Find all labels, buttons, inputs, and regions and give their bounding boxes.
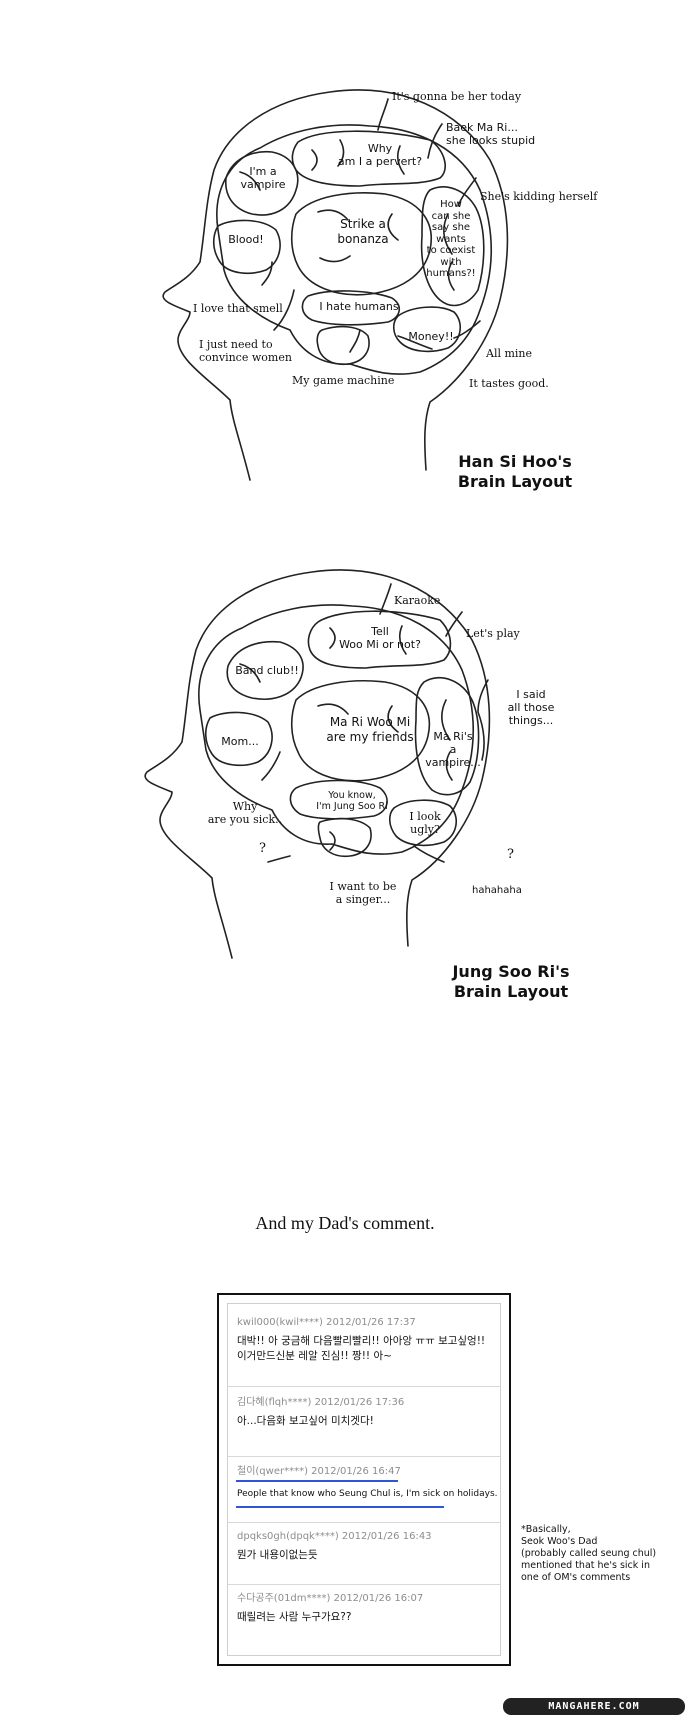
lobe-money: Money!! [408, 330, 454, 343]
title-line: Jung Soo Ri's [452, 962, 570, 981]
lobe-hate: I hate humans [319, 300, 399, 313]
comment-text: 대박!! 아 궁금해 다음빨리빨리!! 아아앙 ㅠㅠ 보고싶엉!! 이거만드신분… [237, 1335, 486, 1362]
lobe-text: You know, [328, 790, 376, 801]
callout-text: are you sick.. [207, 813, 283, 826]
lobe-text: to coexist [426, 245, 476, 256]
lobe-vampire: I'm a vampire [228, 165, 298, 191]
lobe-text: can she [431, 210, 471, 222]
callout-convince: I just need to convince women [199, 338, 292, 364]
callout-all-mine: All mine [486, 347, 533, 360]
lobe-text: How [440, 199, 462, 210]
highlight-underline [236, 1506, 444, 1508]
lobe-text: I'm Jung Soo Ri [316, 801, 388, 812]
comment-meta: 수다공주(01dm****) 2012/01/26 16:07 [237, 1593, 424, 1604]
lobe-ugly: I look ugly? [398, 810, 452, 836]
highlight-underline [236, 1480, 398, 1482]
lobe-text: Why [367, 142, 393, 155]
lobe-text: Tell [371, 625, 389, 638]
lobe-text: Strike a [340, 217, 386, 231]
comment-text: People that know who Seung Chul is, I'm … [237, 1489, 498, 1499]
brain-1-title: Han Si Hoo's Brain Layout [440, 452, 590, 492]
lobe-text: I look [409, 810, 441, 823]
lobe-mom: Mom... [221, 735, 259, 748]
comment-meta: kwil000(kwil****) 2012/01/26 17:37 [237, 1317, 416, 1328]
lobe-text: say she [431, 222, 471, 233]
callout-q2: ? [507, 847, 514, 862]
lobe-coexist: How can she say she wants to coexist wit… [420, 199, 482, 280]
lobe-pervert: Why am I a pervert? [335, 142, 425, 168]
divider [228, 1456, 500, 1457]
comment-meta: 철이(qwer****) 2012/01/26 16:47 [237, 1466, 401, 1477]
lobe-text: vampire... [425, 756, 481, 769]
lobe-blood: Blood! [228, 233, 264, 246]
callout-text: convince women [199, 351, 292, 364]
callout-text: I just need to [199, 338, 273, 351]
callout-text: things... [508, 714, 554, 727]
lobe-text: Ma Ri Woo Mi [329, 715, 411, 729]
caption: And my Dad's comment. [255, 1213, 435, 1233]
comment-item: kwil000(kwil****) 2012/01/26 17:37 대박!! … [228, 1316, 500, 1364]
callout-kidding: She's kidding herself [480, 190, 598, 203]
lobe-text: am I a pervert? [337, 155, 423, 168]
lobe-text: with [440, 256, 462, 268]
callout-play: Let's play [466, 627, 520, 640]
callout-singer: I want to be a singer... [318, 880, 408, 906]
comment-item: dpqks0gh(dpqk****) 2012/01/26 16:43 뭔가 내… [228, 1530, 500, 1563]
lobe-text: humans?! [426, 268, 476, 279]
callout-today: It's gonna be her today [392, 90, 522, 103]
divider [228, 1386, 500, 1387]
callout-why: Why are you sick.. [205, 800, 285, 826]
lobe-text: Ma Ri's [433, 730, 473, 743]
comments-panel: kwil000(kwil****) 2012/01/26 17:37 대박!! … [217, 1293, 511, 1666]
lobe-text: vampire [240, 178, 286, 191]
lobe-jung: You know, I'm Jung Soo Ri [312, 790, 392, 812]
callout-text: I want to be [329, 880, 397, 893]
callout-text: Baek Ma Ri... [446, 121, 518, 134]
comment-item: 수다공주(01dm****) 2012/01/26 16:07 때릴려는 사람 … [228, 1592, 500, 1625]
comment-meta: 김다혜(flqh****) 2012/01/26 17:36 [237, 1397, 405, 1408]
title-line: Brain Layout [457, 472, 573, 491]
comments-list: kwil000(kwil****) 2012/01/26 17:37 대박!! … [227, 1303, 501, 1656]
callout-text: I said [516, 688, 546, 701]
lobe-bonanza: Strike a bonanza [318, 217, 408, 247]
callout-text: a singer... [335, 893, 391, 906]
callout-tastes: It tastes good. [469, 377, 549, 390]
callout-karaoke: Karaoke [394, 594, 441, 607]
callout-smell: I love that smell [193, 302, 283, 315]
side-note: *Basically, Seok Woo's Dad (probably cal… [521, 1524, 657, 1583]
lobe-text: a [449, 743, 457, 756]
comment-text: 때릴려는 사람 누구가요?? [237, 1611, 352, 1623]
lobe-vampire-2: Ma Ri's a vampire... [424, 730, 482, 769]
callout-text: all those [507, 701, 555, 714]
callout-q1: ? [259, 841, 266, 856]
comment-item: 김다혜(flqh****) 2012/01/26 17:36 아...다음화 보… [228, 1396, 500, 1429]
comment-meta: dpqks0gh(dpqk****) 2012/01/26 16:43 [237, 1531, 432, 1542]
comment-text: 아...다음화 보고싶어 미치겟다! [237, 1415, 374, 1427]
lobe-band: Band club!! [235, 664, 299, 677]
watermark-logo: MANGAHERE.COM [503, 1698, 685, 1715]
lobe-text: Woo Mi or not? [339, 638, 421, 651]
lobe-friends: Ma Ri Woo Mi are my friends [320, 715, 420, 745]
lobe-text: I'm a [249, 165, 277, 178]
title-line: Brain Layout [453, 982, 569, 1001]
lobe-text: wants [436, 233, 466, 245]
brain-2-title: Jung Soo Ri's Brain Layout [436, 962, 586, 1002]
comment-text: 뭔가 내용이없는듯 [237, 1549, 318, 1561]
callout-said: I said all those things... [496, 688, 566, 727]
divider [228, 1584, 500, 1585]
lobe-tell: Tell Woo Mi or not? [330, 625, 430, 651]
callout-game: My game machine [292, 374, 395, 387]
lobe-text: are my friends [326, 730, 414, 744]
callout-haha: hahahaha [472, 885, 522, 896]
callout-text: she looks stupid [446, 134, 536, 147]
comment-item-highlighted: 철이(qwer****) 2012/01/26 16:47 People tha… [228, 1465, 500, 1502]
callout-baek: Baek Ma Ri... she looks stupid [446, 121, 535, 147]
callout-text: Why [232, 800, 258, 813]
lobe-text: bonanza [337, 232, 389, 246]
divider [228, 1522, 500, 1523]
title-line: Han Si Hoo's [458, 452, 572, 471]
lobe-text: ugly? [410, 823, 440, 836]
